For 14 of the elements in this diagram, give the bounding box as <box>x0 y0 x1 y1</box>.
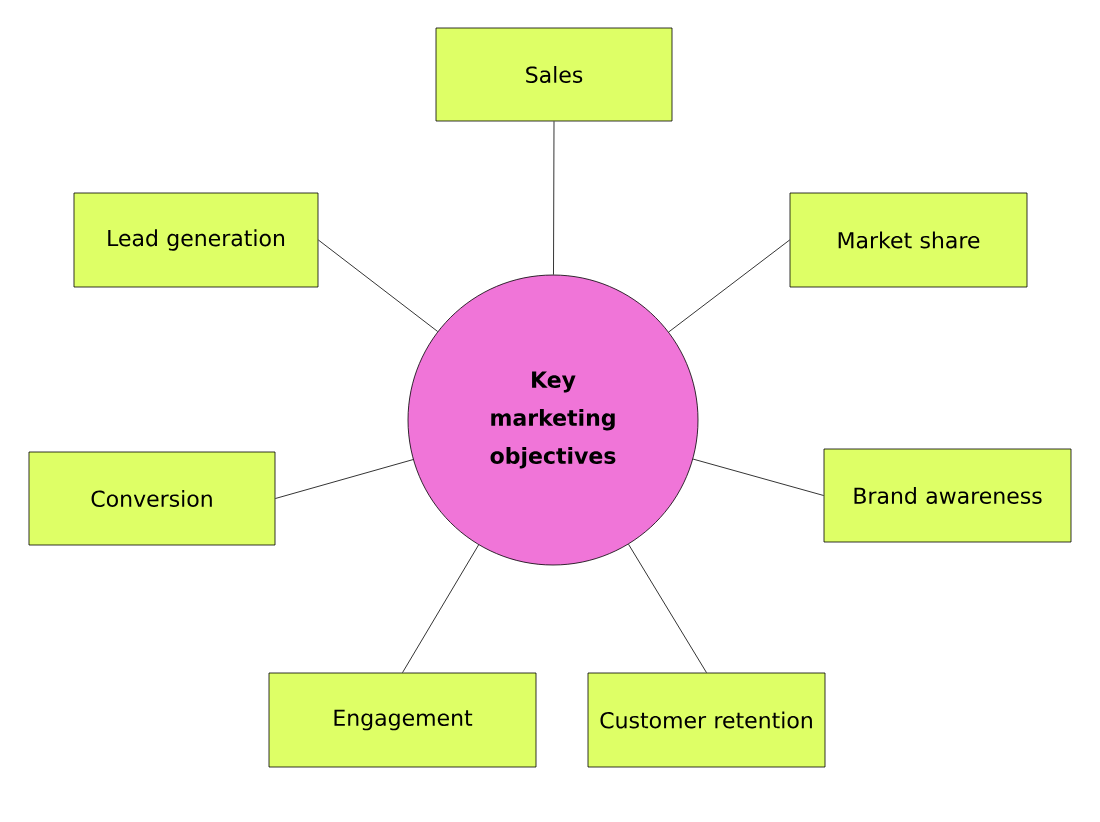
objective-box: Sales <box>435 27 673 122</box>
connector-line <box>553 121 555 275</box>
objective-box: Market share <box>789 192 1028 288</box>
objective-box: Customer retention <box>587 672 826 768</box>
connector-line <box>692 458 824 496</box>
objective-box: Brand awareness <box>823 448 1072 543</box>
objective-box: Lead generation <box>73 192 319 288</box>
connector-line <box>668 239 790 333</box>
connector-line <box>628 543 707 673</box>
objective-box: Conversion <box>28 451 276 546</box>
connector-line <box>402 544 479 673</box>
connector-line <box>318 239 439 332</box>
objective-box: Engagement <box>268 672 537 768</box>
connector-line <box>275 459 414 499</box>
